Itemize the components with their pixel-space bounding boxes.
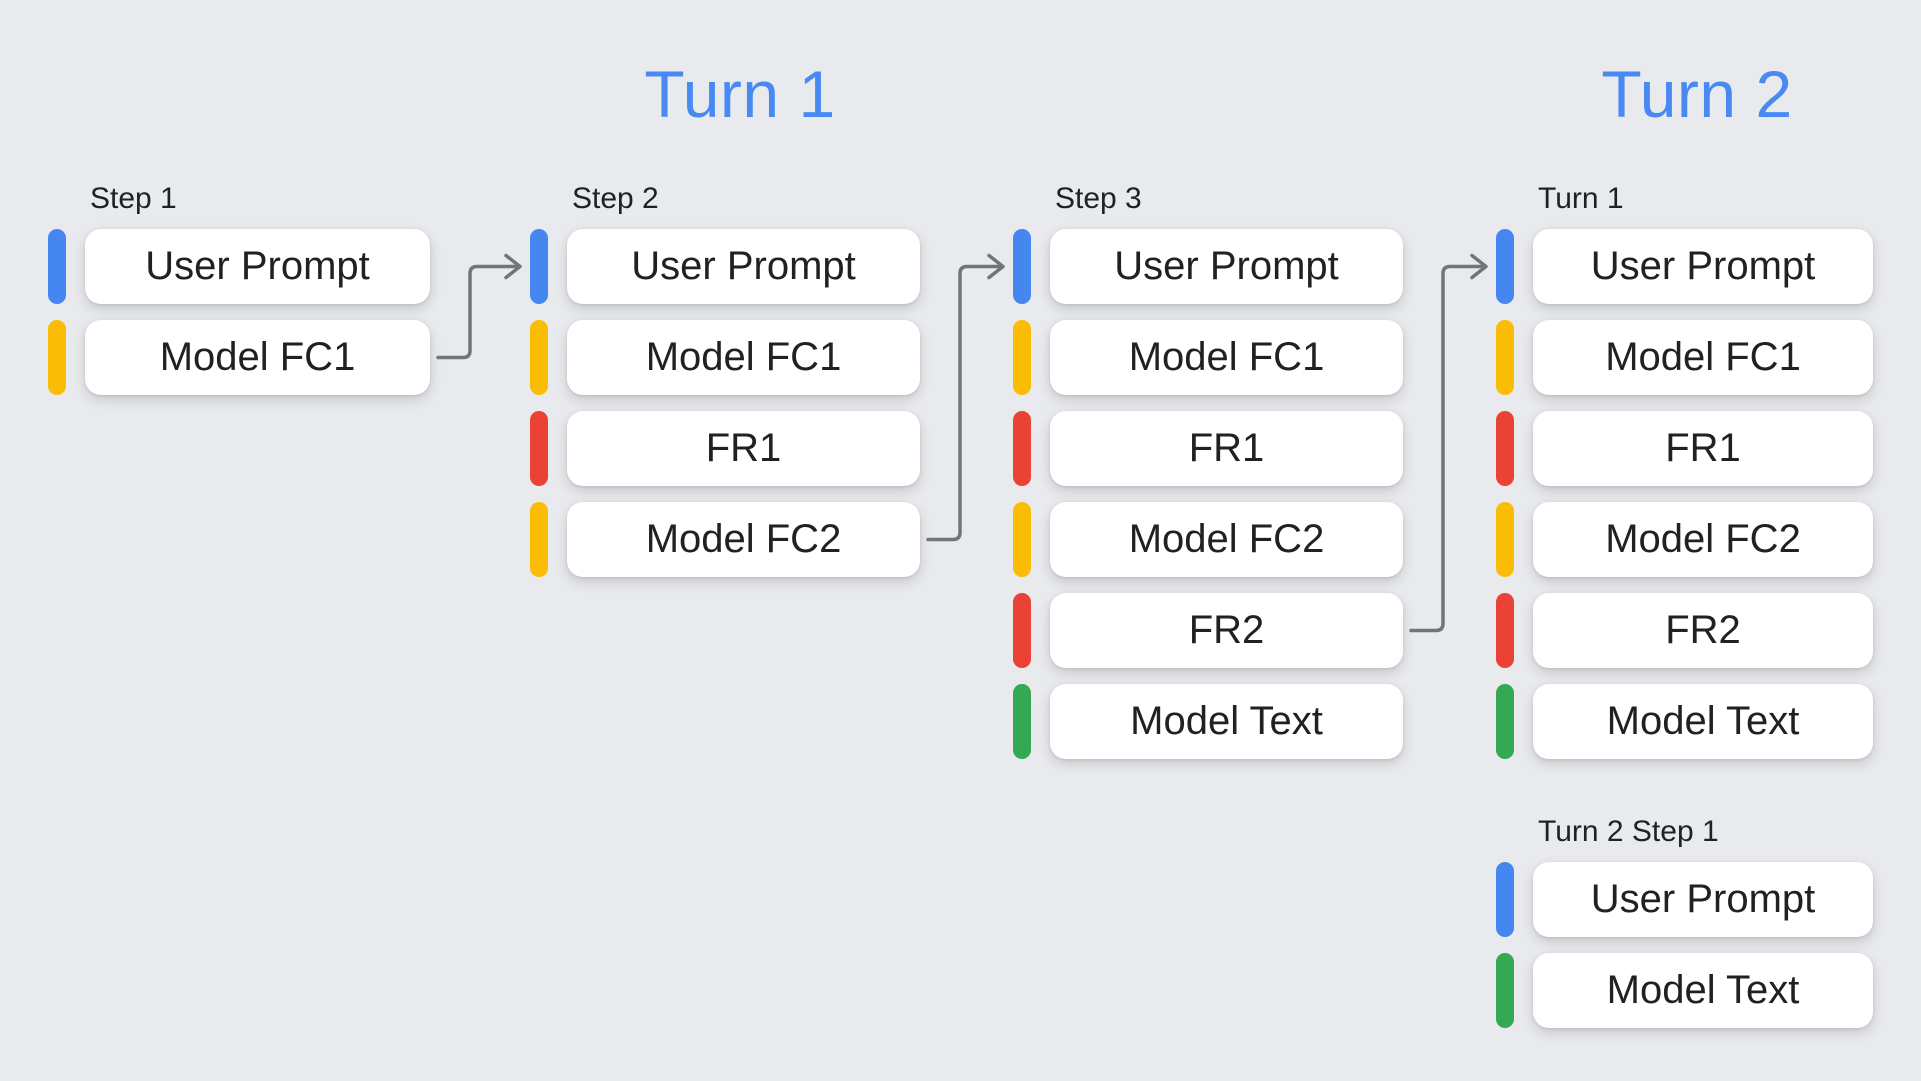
node-box: FR1	[1050, 411, 1403, 486]
model-function-call-color-bar	[1013, 502, 1031, 577]
column-label-turn2step1: Turn 2 Step 1	[1538, 815, 1719, 848]
node-step2-row3: Model FC2	[530, 502, 920, 577]
user-prompt-color-bar	[1013, 229, 1031, 304]
model-text-color-bar	[1496, 684, 1514, 759]
node-box: Model FC1	[85, 320, 430, 395]
node-step3-row3: Model FC2	[1013, 502, 1403, 577]
arrowhead-icon	[504, 253, 522, 280]
connector-arrow	[926, 264, 1003, 542]
node-turn1-row3: Model FC2	[1496, 502, 1873, 577]
model-function-call-color-bar	[530, 502, 548, 577]
model-function-call-color-bar	[1496, 502, 1514, 577]
node-step3-row2: FR1	[1013, 411, 1403, 486]
column-label-turn1: Turn 1	[1538, 182, 1624, 215]
node-step3-row4: FR2	[1013, 593, 1403, 668]
node-turn2step1-row1: Model Text	[1496, 953, 1873, 1028]
user-prompt-color-bar	[1496, 862, 1514, 937]
node-box: Model FC1	[1050, 320, 1403, 395]
node-box: Model FC1	[1533, 320, 1873, 395]
node-step1-row0: User Prompt	[48, 229, 430, 304]
model-function-call-color-bar	[530, 320, 548, 395]
arrowhead-icon	[987, 253, 1005, 280]
user-prompt-color-bar	[1496, 229, 1514, 304]
node-box: Model Text	[1533, 684, 1873, 759]
node-step2-row1: Model FC1	[530, 320, 920, 395]
model-function-call-color-bar	[1013, 320, 1031, 395]
node-box: FR1	[567, 411, 920, 486]
node-step3-row5: Model Text	[1013, 684, 1403, 759]
model-function-call-color-bar	[48, 320, 66, 395]
node-turn2step1-row0: User Prompt	[1496, 862, 1873, 937]
function-response-color-bar	[1496, 593, 1514, 668]
node-turn1-row2: FR1	[1496, 411, 1873, 486]
column-label-step3: Step 3	[1055, 182, 1142, 215]
column-label-step1: Step 1	[90, 182, 177, 215]
node-box: FR1	[1533, 411, 1873, 486]
function-response-color-bar	[1496, 411, 1514, 486]
connector-arrow	[1409, 264, 1486, 633]
node-box: Model FC2	[1533, 502, 1873, 577]
node-step3-row0: User Prompt	[1013, 229, 1403, 304]
node-box: User Prompt	[1533, 229, 1873, 304]
function-response-color-bar	[1013, 411, 1031, 486]
node-box: User Prompt	[567, 229, 920, 304]
node-turn1-row5: Model Text	[1496, 684, 1873, 759]
node-box: Model FC2	[1050, 502, 1403, 577]
node-box: FR2	[1050, 593, 1403, 668]
turn-2-title: Turn 2	[1601, 57, 1793, 131]
user-prompt-color-bar	[48, 229, 66, 304]
model-text-color-bar	[1496, 953, 1514, 1028]
node-turn1-row4: FR2	[1496, 593, 1873, 668]
column-label-step2: Step 2	[572, 182, 659, 215]
node-step1-row1: Model FC1	[48, 320, 430, 395]
node-box: FR2	[1533, 593, 1873, 668]
function-response-color-bar	[1013, 593, 1031, 668]
node-box: Model Text	[1050, 684, 1403, 759]
node-step2-row2: FR1	[530, 411, 920, 486]
node-turn1-row1: Model FC1	[1496, 320, 1873, 395]
user-prompt-color-bar	[530, 229, 548, 304]
node-box: User Prompt	[1533, 862, 1873, 937]
model-text-color-bar	[1013, 684, 1031, 759]
node-box: User Prompt	[1050, 229, 1403, 304]
connector-arrow	[436, 264, 520, 360]
node-box: Model FC2	[567, 502, 920, 577]
arrowhead-icon	[1470, 253, 1488, 280]
node-step3-row1: Model FC1	[1013, 320, 1403, 395]
function-response-color-bar	[530, 411, 548, 486]
turn-1-title: Turn 1	[644, 57, 836, 131]
node-turn1-row0: User Prompt	[1496, 229, 1873, 304]
model-function-call-color-bar	[1496, 320, 1514, 395]
node-box: Model FC1	[567, 320, 920, 395]
node-box: User Prompt	[85, 229, 430, 304]
node-step2-row0: User Prompt	[530, 229, 920, 304]
node-box: Model Text	[1533, 953, 1873, 1028]
